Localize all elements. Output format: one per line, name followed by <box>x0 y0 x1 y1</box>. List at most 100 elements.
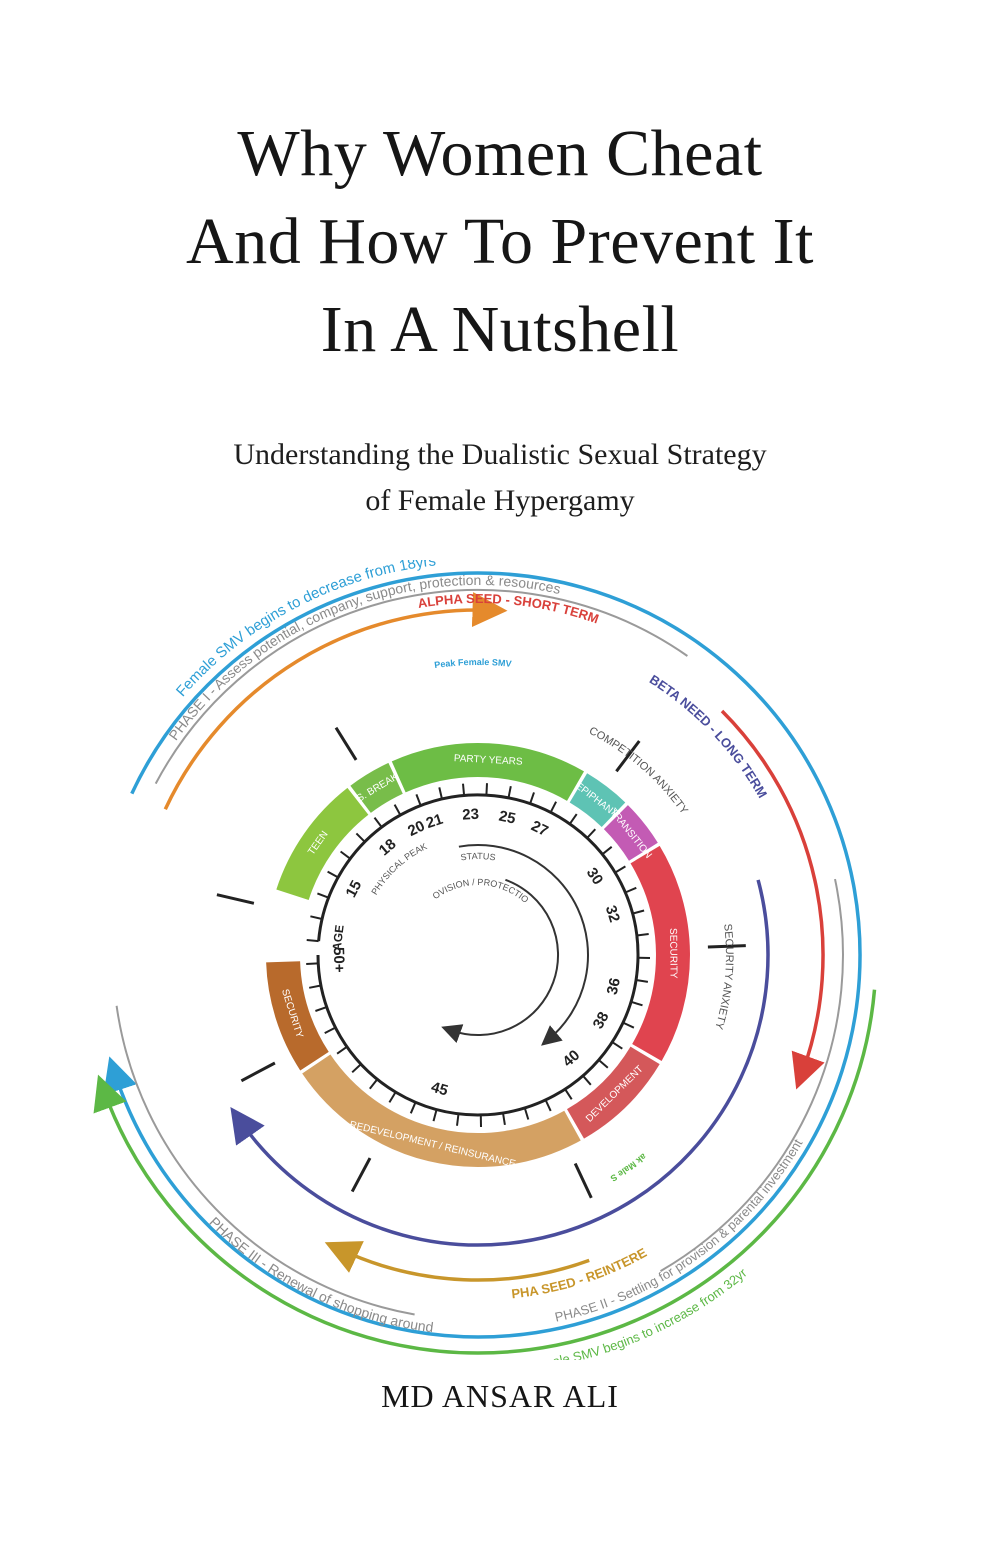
age-tick <box>549 801 557 813</box>
segment-security <box>630 845 690 1061</box>
age-label: AGE <box>330 924 347 952</box>
subtitle-block: Understanding the Dualistic Sexual Strat… <box>0 432 1000 524</box>
age-tick <box>355 832 366 843</box>
age-tick <box>529 792 535 805</box>
segment-security2 <box>266 960 329 1071</box>
phase3-line <box>115 1005 415 1316</box>
title-block: Why Women Cheat And How To Prevent It In… <box>0 110 1000 374</box>
age-tick <box>432 1109 438 1122</box>
age-phase-segments <box>266 743 690 1167</box>
age-number: 25 <box>497 808 517 828</box>
age-tick <box>388 1091 397 1103</box>
age-tick <box>456 1113 460 1126</box>
book-title-line-1: Why Women Cheat <box>237 117 763 190</box>
age-tick <box>630 1000 643 1007</box>
female-smv-arc <box>103 571 862 1339</box>
age-tick <box>306 939 319 943</box>
phase-divider <box>216 893 255 905</box>
age-number: 23 <box>462 806 480 824</box>
segment-epiphany <box>569 773 626 828</box>
age-tick <box>340 850 351 860</box>
age-tick <box>544 1099 552 1112</box>
age-ticks <box>216 726 746 1199</box>
segment-label-party: PARTY YEARS <box>454 753 524 768</box>
age-tick <box>309 984 322 989</box>
age-tick <box>369 1078 379 1090</box>
age-tick <box>507 786 512 799</box>
age-tick <box>564 1088 573 1100</box>
age-tick <box>315 1006 328 1012</box>
age-number: 50+ <box>330 947 348 973</box>
segment-break <box>350 762 404 814</box>
age-number: 21 <box>424 811 445 832</box>
age-tick <box>586 828 597 839</box>
age-tick <box>393 804 402 816</box>
age-number: 18 <box>376 836 400 860</box>
age-tick <box>409 1101 417 1114</box>
beta-need-arc <box>720 709 825 1090</box>
age-tick <box>324 1026 336 1034</box>
age-number: 30 <box>583 865 606 888</box>
age-tick <box>636 933 649 937</box>
age-number: 20 <box>405 817 427 840</box>
alpha-short-label: ALPHA SEED - SHORT TERM <box>417 591 601 627</box>
age-circle <box>316 793 640 1117</box>
age-tick <box>611 1041 623 1050</box>
age-tick <box>624 886 637 894</box>
age-tick <box>438 787 443 800</box>
phase-divider <box>707 944 746 949</box>
age-tick <box>310 915 323 920</box>
phase-divider <box>573 1162 593 1199</box>
age-number: 45 <box>429 1079 450 1100</box>
age-tick <box>485 783 488 796</box>
age-tick <box>351 1063 362 1074</box>
segment-development <box>566 1046 660 1139</box>
segment-party <box>391 743 584 801</box>
age-tick <box>306 962 319 965</box>
security-anxiety-label: SECURITY ANXIETY <box>712 923 735 1031</box>
age-tick <box>502 1112 506 1126</box>
phase-divider <box>334 726 358 761</box>
age-number: 38 <box>590 1009 613 1032</box>
age-tick <box>317 892 329 899</box>
segment-label-security: SECURITY <box>667 928 678 979</box>
segment-teen <box>276 787 369 901</box>
author-name: MD ANSAR ALI <box>381 1378 619 1414</box>
status-arrow <box>458 844 589 1046</box>
beta-long-term-arc <box>230 879 770 1247</box>
phase-divider <box>615 740 641 773</box>
status-label: STATUS <box>460 851 496 863</box>
age-tick <box>336 1045 348 1055</box>
age-tick <box>598 1059 609 1069</box>
age-tick <box>601 846 613 856</box>
age-number: 36 <box>604 976 624 996</box>
phase-divider <box>240 1061 276 1083</box>
age-tick <box>568 813 578 825</box>
peak-female-label: Peak Female SMV <box>434 657 512 670</box>
book-subtitle-line-1: Understanding the Dualistic Sexual Strat… <box>233 438 767 471</box>
segment-redevelopment <box>302 1054 581 1167</box>
age-number: 15 <box>343 878 366 901</box>
phase-divider <box>350 1157 372 1193</box>
alpha-reinterest-arc <box>324 1241 590 1282</box>
phase1-arrow-arc <box>163 592 508 810</box>
age-tick <box>373 817 383 828</box>
alpha-reinterest-label: ALPHA SEED - REINTEREST <box>0 560 649 1301</box>
diagram-arcs <box>93 571 877 1355</box>
age-tick <box>327 870 339 879</box>
age-number: 32 <box>602 903 623 924</box>
age-tick <box>415 794 422 806</box>
age-tick <box>523 1107 530 1120</box>
age-tick <box>614 865 626 874</box>
phase2-line <box>659 878 844 1272</box>
age-tick <box>635 979 649 983</box>
age-number: 27 <box>528 817 550 840</box>
male-smv-arc <box>93 989 877 1355</box>
book-title-line-3: In A Nutshell <box>320 293 680 366</box>
book-title-line-2: And How To Prevent It <box>186 205 814 278</box>
age-tick <box>622 1021 635 1029</box>
book-subtitle-line-2: of Female Hypergamy <box>365 484 635 517</box>
age-tick <box>632 909 645 915</box>
phase1-line <box>154 588 688 785</box>
